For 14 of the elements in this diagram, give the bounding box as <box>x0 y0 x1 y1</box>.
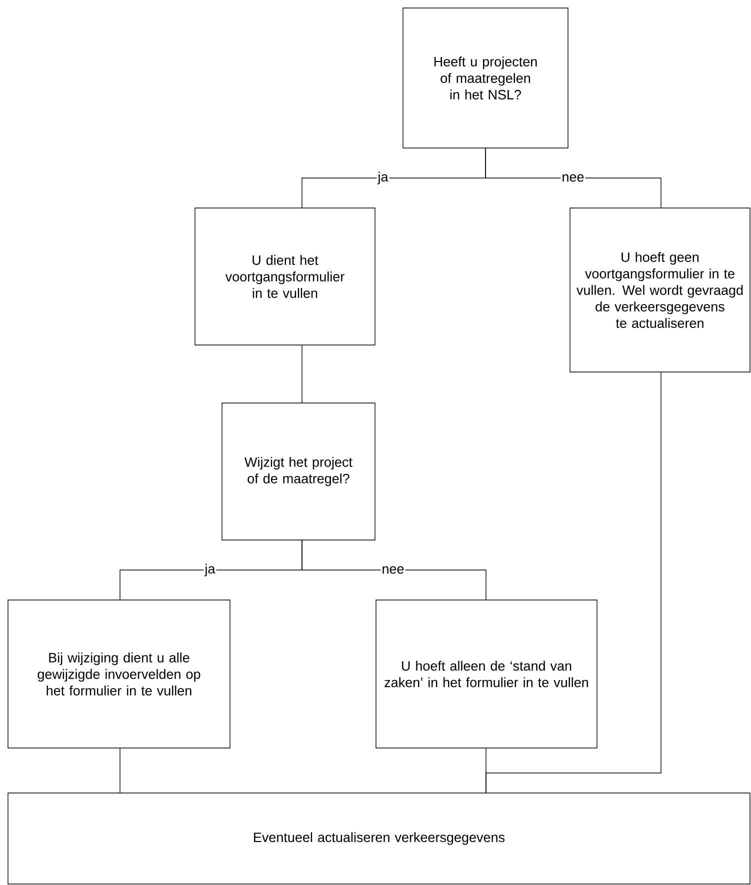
connector-line <box>302 540 486 600</box>
process-box: Wijzigt het project of de maatregel? <box>222 402 376 540</box>
process-box: Heeft u projecten of maatregelen in het NSL? <box>402 8 568 148</box>
edge-label: nee <box>560 173 586 183</box>
connector-line <box>485 148 662 208</box>
process-box: U hoeft geen voortgangsformulier in te vullen. Wel wordt gevraagd de verkeersgegevens te actualiseren <box>570 208 750 372</box>
edge-label: ja <box>204 562 216 578</box>
process-box: U hoeft alleen de ‘stand van zaken’ in het formulier in te vullen <box>376 600 598 748</box>
edge-label: ja <box>376 170 390 186</box>
connector-line <box>486 372 662 793</box>
process-box: U dient het voortgangsformulier in te vullen <box>194 208 376 346</box>
process-box: Eventueel actualiseren verkeersgegevens <box>8 792 750 884</box>
edge-label: nee <box>380 565 406 575</box>
process-box: Bij wijziging dient u alle gewijzigde invoervelden op het formulier in te vullen <box>8 600 230 748</box>
